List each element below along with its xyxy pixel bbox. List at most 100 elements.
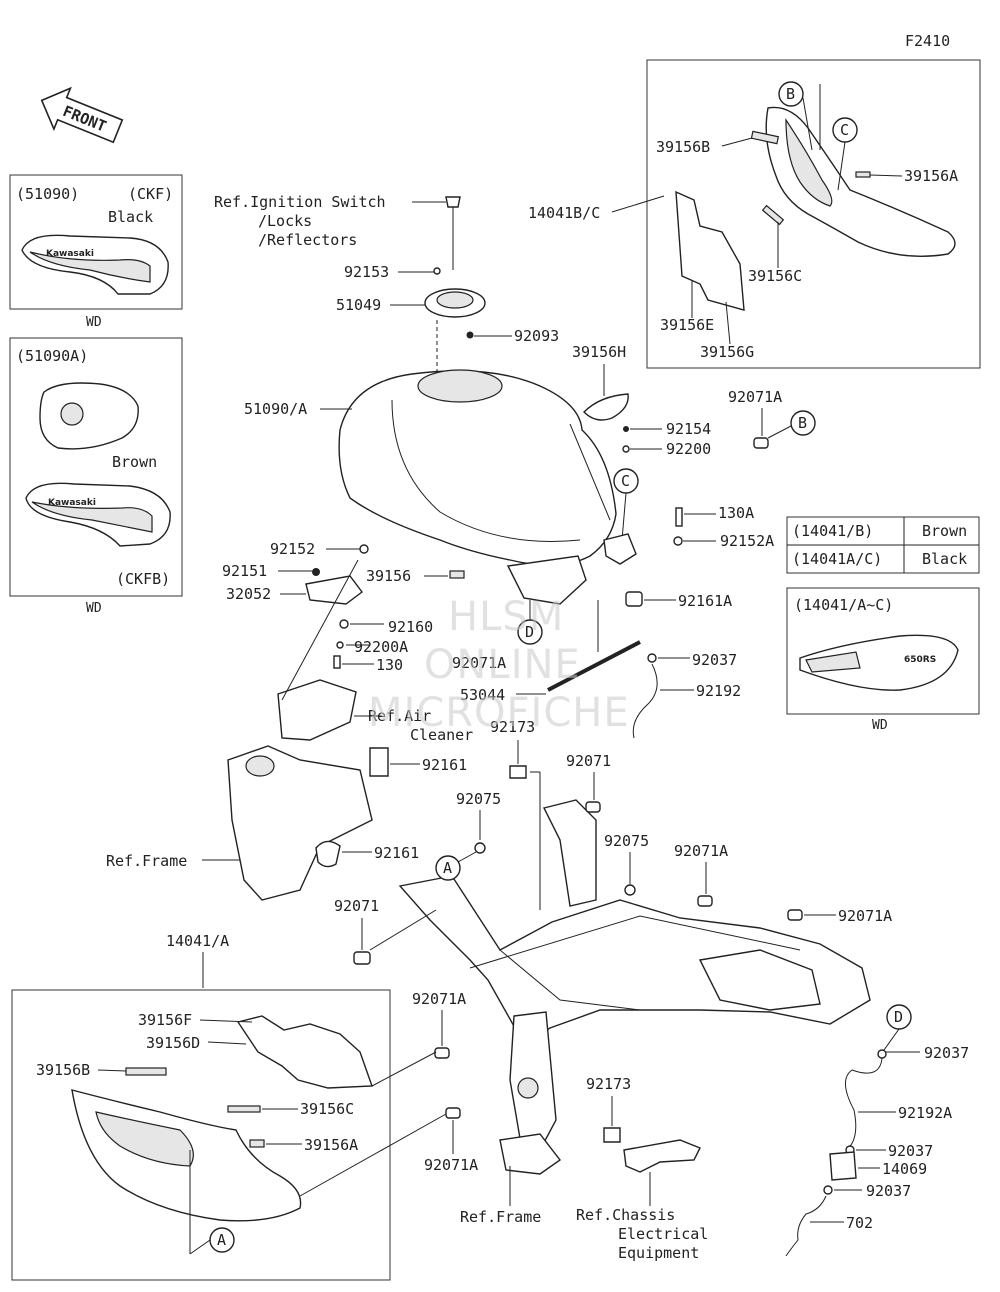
table-row-part: (14041A/C)	[792, 550, 882, 568]
inset-side-cover-a: 39156F 39156D 39156B 39156C 39156A A	[11, 989, 391, 1281]
label-92071a-5: 92071A	[412, 990, 466, 1008]
collar-icon	[474, 842, 486, 854]
table-row-color: Black	[922, 550, 967, 568]
frame-outline	[398, 875, 871, 1045]
inset-frame	[9, 174, 183, 310]
label-ref-air: Ref.Air	[368, 707, 431, 725]
label-92161a: 92161A	[678, 592, 732, 610]
label-51049: 51049	[336, 296, 381, 314]
label-14041a: 14041/A	[166, 932, 229, 950]
callout-b-letter: B	[798, 414, 807, 432]
label-92154: 92154	[666, 420, 711, 438]
label-92173-2: 92173	[586, 1075, 631, 1093]
bolt-icon	[312, 568, 320, 576]
label-92200: 92200	[666, 440, 711, 458]
inset-frame	[9, 337, 183, 597]
table-row-part: (14041/B)	[792, 522, 873, 540]
label-92075-2: 92075	[604, 832, 649, 850]
watermark-line-1: HLSM	[448, 594, 564, 640]
washer-icon	[336, 641, 344, 649]
callout-b	[778, 81, 804, 107]
grommet-icon	[787, 909, 803, 921]
label-92093: 92093	[514, 327, 559, 345]
tape-39156c	[761, 204, 785, 226]
inset-cover-badge: (14041/A~C) 650RS WD	[786, 587, 980, 733]
bolt-icon	[333, 655, 341, 669]
battery-tray	[698, 949, 821, 1011]
label-92173-1: 92173	[490, 718, 535, 736]
inset-note: WD	[86, 315, 102, 330]
callout-d-letter: D	[525, 623, 534, 641]
cover-badge-text: 650RS	[904, 655, 936, 665]
label-92037-3: 92037	[888, 1142, 933, 1160]
inset-frame	[646, 59, 981, 369]
footrest-bracket	[499, 1133, 562, 1175]
tape-39156	[449, 570, 465, 579]
washer-icon	[622, 445, 630, 453]
damper-icon	[625, 591, 643, 607]
label-ref-chassis: Ref.Chassis	[576, 1206, 675, 1224]
grommet-icon	[353, 951, 371, 965]
bracket-32052	[305, 575, 363, 605]
label-92037-1: 92037	[692, 651, 737, 669]
clamp-icon	[647, 653, 657, 663]
nut-icon	[509, 765, 527, 779]
label-ref-air-2: Cleaner	[410, 726, 473, 744]
callout-b-2	[790, 410, 816, 436]
damper-92161-b	[315, 840, 341, 868]
label-92071a-4: 92071A	[838, 907, 892, 925]
tank-brand-logo: Kawasaki	[48, 498, 96, 508]
label-39156c-bot: 39156C	[300, 1100, 354, 1118]
pad-39156h	[583, 393, 629, 421]
color-table: (14041/B) Brown (14041A/C) Black	[786, 516, 980, 574]
screw-icon	[466, 331, 474, 339]
callout-d-letter: D	[894, 1008, 903, 1026]
steering-head	[245, 755, 275, 777]
label-92071a-2: 92071A	[452, 654, 506, 672]
label-39156a-bot: 39156A	[304, 1136, 358, 1154]
side-cover-badge	[799, 634, 959, 691]
side-cover-bc	[765, 106, 956, 257]
damper-icon	[339, 619, 349, 629]
clamp-icon	[877, 1049, 887, 1059]
cover-decal-sheet	[236, 1015, 373, 1089]
grommet-icon	[585, 801, 601, 813]
callout-c-letter: C	[621, 472, 630, 490]
front-arrow: FRONT	[40, 86, 124, 144]
tape-39156b	[750, 130, 780, 145]
inset-frame	[11, 989, 391, 1281]
label-14069: 14069	[882, 1160, 927, 1178]
air-cleaner-cover	[277, 679, 357, 741]
tape-39156b	[125, 1067, 167, 1076]
label-92161-1: 92161	[422, 756, 467, 774]
tank-stripe	[31, 501, 153, 533]
label-39156d: 39156D	[146, 1034, 200, 1052]
tape-39156c	[227, 1105, 261, 1113]
cover-recess	[785, 118, 833, 207]
cover-stripe	[805, 651, 861, 673]
label-39156b-bot: 39156B	[36, 1061, 90, 1079]
label-92200a: 92200A	[354, 638, 408, 656]
tank-stripe	[29, 251, 151, 283]
label-92075-1: 92075	[456, 790, 501, 808]
screw-icon	[433, 267, 441, 275]
pivot-hole	[517, 1077, 539, 1099]
label-ref-ignition-3: /Reflectors	[258, 231, 357, 249]
label-92151: 92151	[222, 562, 267, 580]
emblem-icon	[60, 402, 84, 426]
cover-decal-sheet	[675, 190, 745, 311]
label-92071-1: 92071	[566, 752, 611, 770]
tank-contour	[391, 399, 581, 542]
bolt-icon	[675, 507, 683, 527]
hose-702	[785, 1195, 827, 1257]
relay-bracket	[623, 1139, 701, 1173]
label-32052: 32052	[226, 585, 271, 603]
callout-a-letter: A	[217, 1231, 226, 1249]
inset-frame	[786, 587, 980, 715]
collar-icon	[624, 884, 636, 896]
label-ref-frame-2: Ref.Frame	[460, 1208, 541, 1226]
label-ref-chassis-3: Equipment	[618, 1244, 699, 1262]
inset-variant: (CKF)	[128, 185, 173, 203]
label-92153: 92153	[344, 263, 389, 281]
